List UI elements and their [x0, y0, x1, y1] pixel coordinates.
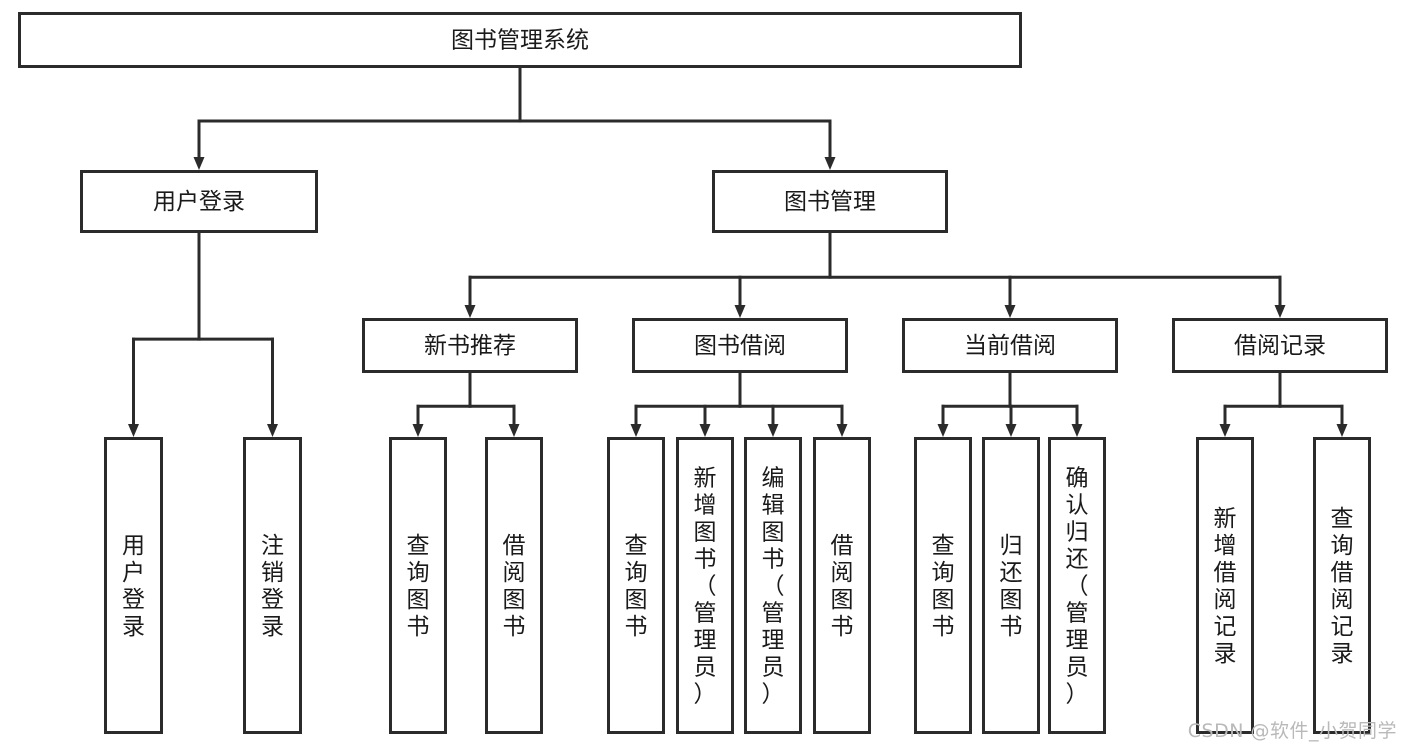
- edge-group-book-borrow: [630, 371, 848, 437]
- node-box-leaf-query-book-1: [389, 437, 447, 734]
- arrow-head-icon: [824, 157, 836, 170]
- node-box-new-book-recommend: [362, 318, 578, 373]
- node-leaf-confirm-return[interactable]: 确认归还（管理员）: [1048, 437, 1106, 734]
- node-leaf-add-record[interactable]: 新增借阅记录: [1196, 437, 1254, 734]
- arrow-head-icon: [1004, 305, 1016, 318]
- arrow-head-icon: [1336, 424, 1348, 437]
- arrow-head-icon: [767, 424, 779, 437]
- node-box-book-manage: [712, 170, 948, 233]
- arrow-head-icon: [464, 305, 476, 318]
- node-label-user-login: 用户登录: [153, 189, 245, 215]
- edge-group-user-login: [128, 231, 278, 437]
- node-box-leaf-add-book: [676, 437, 734, 734]
- node-box-leaf-user-login: [104, 437, 163, 734]
- node-box-book-borrow: [632, 318, 848, 373]
- node-box-leaf-confirm-return: [1048, 437, 1106, 734]
- node-label-leaf-confirm-return: 确认归还（管理员）: [1066, 466, 1089, 708]
- node-label-leaf-edit-book: 编辑图书（管理员）: [762, 466, 785, 708]
- arrow-head-icon: [630, 424, 642, 437]
- arrow-head-icon: [412, 424, 424, 437]
- arrow-head-icon: [1274, 305, 1286, 318]
- node-label-root: 图书管理系统: [451, 28, 589, 54]
- node-book-manage[interactable]: 图书管理: [712, 170, 948, 233]
- node-label-book-borrow: 图书借阅: [694, 333, 786, 359]
- node-new-book-recommend[interactable]: 新书推荐: [362, 318, 578, 373]
- node-label-leaf-query-record: 查询借阅记录: [1331, 506, 1354, 667]
- node-label-book-manage: 图书管理: [784, 189, 876, 215]
- node-box-leaf-user-logout: [243, 437, 302, 734]
- node-leaf-query-record[interactable]: 查询借阅记录: [1313, 437, 1371, 734]
- arrow-head-icon: [734, 305, 746, 318]
- node-box-leaf-add-record: [1196, 437, 1254, 734]
- node-user-login[interactable]: 用户登录: [80, 170, 318, 233]
- arrow-head-icon: [1005, 424, 1017, 437]
- node-book-borrow[interactable]: 图书借阅: [632, 318, 848, 373]
- node-label-new-book-recommend: 新书推荐: [424, 333, 516, 359]
- node-box-leaf-borrow-book-1: [485, 437, 543, 734]
- node-leaf-borrow-book-2[interactable]: 借阅图书: [813, 437, 871, 734]
- node-leaf-query-book-3[interactable]: 查询图书: [914, 437, 972, 734]
- arrow-head-icon: [699, 424, 711, 437]
- node-label-borrow-record: 借阅记录: [1234, 333, 1326, 359]
- arrow-head-icon: [1219, 424, 1231, 437]
- arrow-head-icon: [937, 424, 949, 437]
- node-leaf-borrow-book-1[interactable]: 借阅图书: [485, 437, 543, 734]
- node-label-leaf-user-login: 用户登录: [122, 533, 145, 640]
- node-leaf-edit-book[interactable]: 编辑图书（管理员）: [744, 437, 802, 734]
- node-leaf-query-book-1[interactable]: 查询图书: [389, 437, 447, 734]
- node-box-user-login: [80, 170, 318, 233]
- edge-group-borrow-record: [1219, 371, 1348, 437]
- arrow-head-icon: [836, 424, 848, 437]
- node-label-leaf-add-book: 新增图书（管理员）: [694, 466, 717, 708]
- node-leaf-user-login[interactable]: 用户登录: [104, 437, 163, 734]
- arrow-head-icon: [267, 424, 278, 437]
- arrow-head-icon: [508, 424, 520, 437]
- node-label-leaf-query-book-3: 查询图书: [932, 533, 955, 640]
- node-label-leaf-user-logout: 注销登录: [261, 533, 284, 640]
- node-box-leaf-query-book-3: [914, 437, 972, 734]
- edges-layer: [128, 66, 1348, 437]
- node-label-current-borrow: 当前借阅: [964, 333, 1056, 359]
- node-label-leaf-add-record: 新增借阅记录: [1214, 506, 1237, 667]
- nodes-layer: 图书管理系统用户登录图书管理新书推荐图书借阅当前借阅借阅记录用户登录注销登录查询…: [18, 12, 1388, 734]
- arrow-head-icon: [128, 424, 139, 437]
- arrow-head-icon: [1071, 424, 1083, 437]
- node-label-leaf-query-book-2: 查询图书: [625, 533, 648, 640]
- node-box-leaf-edit-book: [744, 437, 802, 734]
- node-leaf-add-book[interactable]: 新增图书（管理员）: [676, 437, 734, 734]
- node-box-root: [18, 12, 1022, 68]
- node-leaf-return-book[interactable]: 归还图书: [982, 437, 1040, 734]
- node-label-leaf-query-book-1: 查询图书: [407, 533, 430, 640]
- node-leaf-user-logout[interactable]: 注销登录: [243, 437, 302, 734]
- node-borrow-record[interactable]: 借阅记录: [1172, 318, 1388, 373]
- node-box-leaf-return-book: [982, 437, 1040, 734]
- edge-group-current-borrow: [937, 371, 1083, 437]
- node-current-borrow[interactable]: 当前借阅: [902, 318, 1118, 373]
- edge-group-new-book-recommend: [412, 371, 520, 437]
- arrow-head-icon: [193, 157, 205, 170]
- node-label-leaf-return-book: 归还图书: [1000, 533, 1023, 640]
- node-label-leaf-borrow-book-1: 借阅图书: [503, 533, 526, 640]
- node-box-leaf-query-record: [1313, 437, 1371, 734]
- edge-group-root: [193, 66, 836, 170]
- node-box-leaf-borrow-book-2: [813, 437, 871, 734]
- node-root[interactable]: 图书管理系统: [18, 12, 1022, 68]
- node-box-leaf-query-book-2: [607, 437, 665, 734]
- edge-group-book-manage: [464, 231, 1286, 318]
- node-box-borrow-record: [1172, 318, 1388, 373]
- node-box-current-borrow: [902, 318, 1118, 373]
- node-label-leaf-borrow-book-2: 借阅图书: [831, 533, 854, 640]
- node-leaf-query-book-2[interactable]: 查询图书: [607, 437, 665, 734]
